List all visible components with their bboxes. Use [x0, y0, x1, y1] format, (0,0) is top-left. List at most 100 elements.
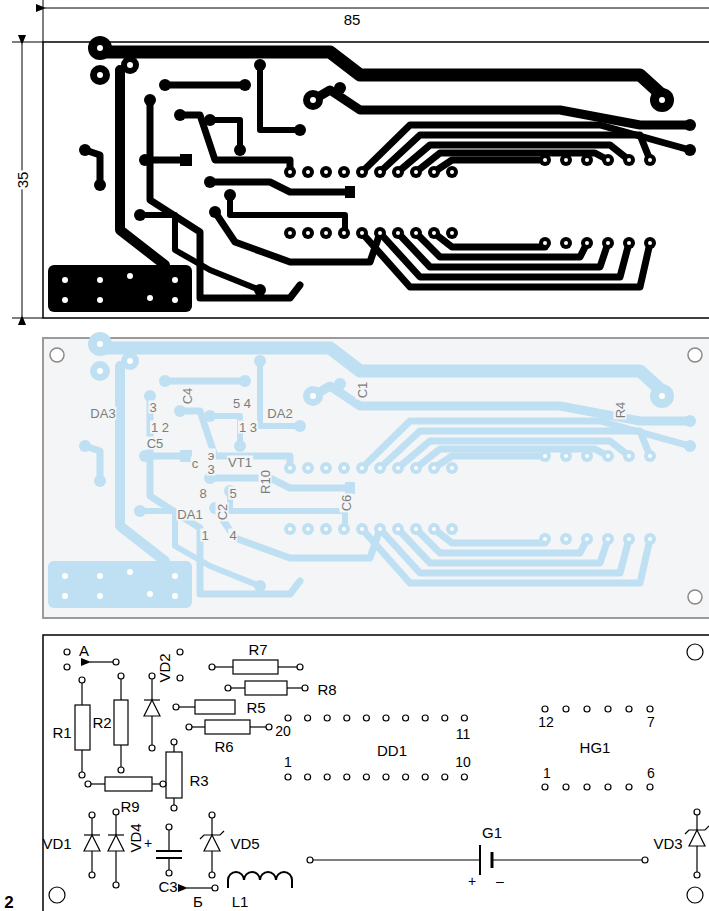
silkscreen-label: DA1 [176, 508, 203, 521]
component-pads [563, 706, 569, 712]
component-pads [694, 809, 700, 815]
component-placement [278, 666, 297, 667]
mounting-hole [50, 348, 64, 362]
component-pads [563, 784, 569, 790]
component-placement [151, 716, 152, 745]
component-label: A [78, 643, 90, 658]
component-pads [383, 774, 389, 780]
component-pads [171, 805, 177, 811]
component-label: R1 [51, 725, 72, 740]
component-pads [149, 745, 155, 751]
component-placement [166, 752, 182, 798]
silkscreen-label: 1 2 [150, 421, 170, 434]
component-pads [171, 739, 177, 745]
component-pads [647, 784, 653, 790]
component-pads [266, 724, 272, 730]
component-placement [687, 887, 703, 903]
component-pads [209, 872, 215, 878]
component-placement [287, 687, 302, 688]
component-placement [144, 700, 160, 716]
component-placement [245, 681, 287, 695]
component-placement [91, 851, 92, 872]
component-pads [113, 882, 119, 888]
component-placement [228, 872, 292, 888]
component-pads [626, 784, 632, 790]
component-label: VD3 [652, 836, 683, 851]
component-pads [85, 781, 91, 787]
copper-layer-ghost [48, 332, 696, 608]
component-pads [285, 774, 291, 780]
component-label: VD4 [128, 822, 143, 853]
component-pads [89, 812, 95, 818]
component-label: VD5 [229, 836, 260, 851]
component-placement [696, 815, 697, 830]
component-label: G1 [481, 825, 503, 840]
silkscreen-label: 8 [198, 487, 207, 500]
component-label: R5 [245, 700, 266, 715]
component-pads [160, 781, 166, 787]
component-placement [120, 745, 121, 767]
silkscreen-label: 3 [206, 463, 215, 476]
component-pads [64, 649, 700, 891]
component-pads [324, 715, 330, 721]
component-pads [285, 715, 291, 721]
component-pads [647, 706, 653, 712]
component-pads [422, 715, 428, 721]
component-placement [173, 745, 174, 752]
component-placement [204, 835, 220, 851]
component-label: R7 [247, 642, 268, 657]
component-placement [91, 783, 105, 784]
component-pads [209, 812, 215, 818]
dimension-lines [12, 42, 43, 43]
dimension-label: 35 [15, 171, 30, 190]
component-pads [149, 673, 155, 679]
component-pads [305, 715, 311, 721]
mounting-hole [50, 348, 702, 604]
component-pads [461, 774, 467, 780]
component-pads [302, 685, 308, 691]
component-pads [605, 706, 611, 712]
component-pads [79, 772, 85, 778]
mounting-hole [688, 590, 702, 604]
figure-number: 2 [3, 894, 14, 911]
component-pads [626, 706, 632, 712]
component-placement [479, 845, 481, 875]
component-label: Б [192, 894, 204, 909]
component-label: L1 [231, 894, 250, 909]
silkscreen-label: R4 [614, 401, 627, 420]
dimension-lines [12, 318, 43, 319]
component-pads [605, 784, 611, 790]
silkscreen-label: C6 [340, 494, 353, 513]
component-label: DD1 [376, 743, 408, 758]
mounting-hole [688, 348, 702, 362]
component-placement [115, 815, 116, 835]
component-placement [195, 700, 235, 714]
component-placement [492, 859, 642, 860]
component-placement [75, 705, 90, 750]
silkscreen-label: R10 [259, 469, 272, 495]
component-placement [151, 679, 152, 700]
component-label: R3 [188, 773, 209, 788]
dimension-lines [45, 8, 709, 9]
pin-number: 12 [537, 715, 555, 729]
component-pads [297, 664, 303, 670]
component-placement [81, 750, 82, 772]
component-pads [212, 885, 218, 891]
component-pads [403, 715, 409, 721]
silkscreen-label: 3 [148, 401, 157, 414]
component-pads [113, 659, 119, 665]
silkscreen-label: C4 [181, 387, 194, 406]
component-pads [442, 715, 448, 721]
component-placement [81, 683, 82, 705]
component-label: VD2 [157, 652, 172, 683]
component-label: R6 [213, 739, 234, 754]
component-pads [177, 675, 183, 681]
component-pads [89, 872, 95, 878]
component-pads [642, 857, 648, 863]
component-placement [49, 644, 709, 903]
pin-number: 1 [542, 766, 552, 780]
component-pads [118, 767, 124, 773]
component-placement [152, 783, 160, 784]
